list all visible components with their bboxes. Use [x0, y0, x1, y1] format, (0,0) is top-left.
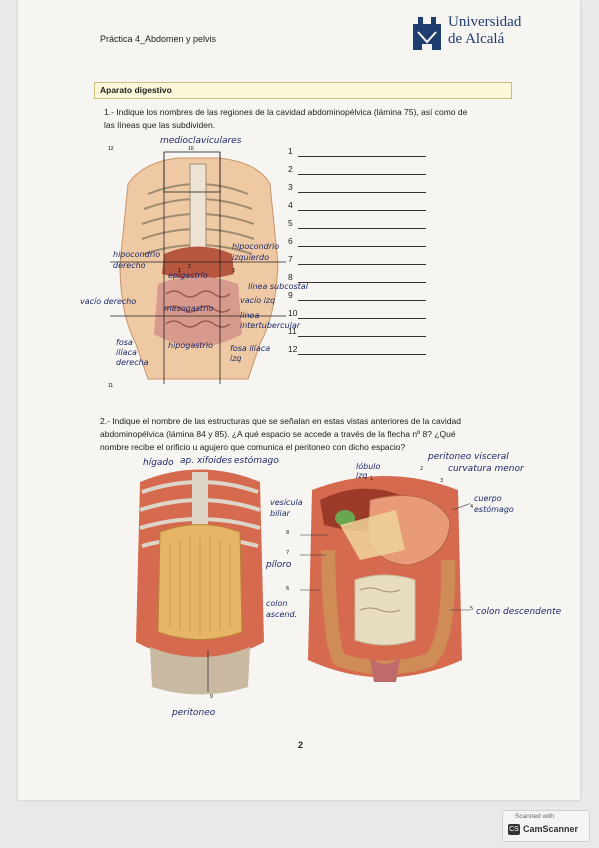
anterior-view-stomach-figure: [300, 476, 470, 682]
abdominal-regions-figure: 12 10 11 1 2 3: [108, 146, 286, 389]
camscanner-icon: CS: [508, 824, 520, 835]
fig2-number-9: 9: [210, 694, 213, 700]
page-number: 2: [298, 740, 304, 750]
fig2-number-3: 3: [440, 478, 444, 484]
fig2-number-1: 1: [370, 476, 374, 482]
fig1-number-1: 1: [178, 268, 181, 274]
hw-higado: hígado: [143, 458, 174, 468]
hw-ap-xifoides: ap. xifoides: [180, 456, 232, 466]
hw-peritoneo: peritoneo: [172, 708, 216, 718]
answer-line[interactable]: 5: [288, 218, 426, 229]
hw-piloro: píloro: [266, 560, 292, 570]
hw-vesicula-biliar: vesícula biliar: [270, 498, 303, 518]
question-2-line1: 2.- Indique el nombre de las estructuras…: [100, 416, 461, 426]
answer-line[interactable]: 9: [288, 290, 426, 301]
fig2-number-4: 4: [470, 504, 474, 510]
hw-vacio-derecho: vacío derecho: [80, 297, 137, 306]
hw-lobulo-izq: lóbulo izq: [356, 462, 381, 480]
hw-mesogastrio: mesogastrio: [164, 304, 214, 313]
university-name-line1: Universidad: [448, 14, 522, 30]
hw-peritoneo-visceral: peritoneo visceral: [428, 452, 509, 462]
university-logo: Universidad de Alcalá: [410, 14, 540, 54]
fig1-number-11: 11: [108, 383, 113, 389]
hw-hipogastrio: hipogastrio: [168, 341, 213, 350]
question-2-line3: nombre recibe el orificio u agujero que …: [100, 442, 406, 452]
fig2-number-6: 6: [286, 586, 290, 592]
fig1-number-3: 3: [232, 268, 235, 274]
practice-title: Práctica 4_Abdomen y pelvis: [100, 34, 217, 44]
document-page: [18, 0, 580, 800]
hw-epigastrio: epigastrio: [168, 271, 208, 280]
university-crest-icon: [413, 17, 441, 50]
answer-line[interactable]: 7: [288, 254, 426, 265]
answer-line[interactable]: 12: [288, 344, 426, 355]
camscanner-badge: Scanned with CS CamScanner: [502, 810, 590, 842]
question-1-line2: las líneas que las subdividen.: [104, 120, 216, 130]
question-2: 2.- Indique el nombre de las estructuras…: [100, 415, 461, 454]
answer-line[interactable]: 4: [288, 200, 426, 211]
fig1-number-10: 10: [188, 146, 194, 152]
hw-linea-intertubercular: línea intertubercular: [240, 311, 301, 330]
answer-line[interactable]: 3: [288, 182, 426, 193]
answer-line[interactable]: 11: [288, 326, 426, 337]
answer-line[interactable]: 8: [288, 272, 426, 283]
fig2-number-2: 2: [420, 466, 424, 472]
fig2-number-5: 5: [470, 606, 474, 612]
question-1-line1: 1.- Indique los nombres de las regiones …: [104, 107, 468, 117]
hw-vacio-izq: vacío izq: [240, 296, 276, 305]
fig1-number-2: 2: [188, 264, 191, 270]
section-title: Aparato digestivo: [100, 85, 172, 95]
hw-linea-subcostal: línea subcostal: [248, 282, 308, 291]
hw-fosa-iliaca-derecha: fosa ilíaca derecha: [116, 338, 149, 367]
hw-hipocondrio-derecho: hipocondrio derecho: [113, 250, 161, 270]
hw-medioclaviculares: medioclaviculares: [160, 136, 242, 146]
hw-cuerpo-estomago: cuerpo estómago: [474, 494, 514, 514]
scanned-with-label: Scanned with: [515, 813, 555, 820]
answer-line[interactable]: 6: [288, 236, 426, 247]
anterior-view-omentum-figure: 9: [136, 469, 264, 700]
answer-line[interactable]: 2: [288, 164, 426, 175]
hw-colon-descendente: colon descendente: [476, 607, 562, 617]
hw-colon-ascendente: colon ascend.: [266, 599, 298, 619]
question-2-line2: abdominopélvica (lámina 84 y 85). ¿A qué…: [100, 429, 456, 439]
answer-line[interactable]: 10: [288, 308, 426, 319]
fig2-number-8: 8: [286, 530, 290, 536]
fig1-number-12: 12: [108, 146, 114, 152]
question-1: 1.- Indique los nombres de las regiones …: [104, 106, 467, 132]
camscanner-label: CamScanner: [523, 824, 579, 834]
answer-line[interactable]: 1: [288, 146, 426, 157]
university-name-line2: de Alcalá: [448, 31, 505, 47]
hw-estomago: estómago: [234, 456, 279, 466]
hw-hipocondrio-izquierdo: hipocondrio izquierdo: [232, 242, 280, 262]
hw-fosa-iliaca-izq: fosa ilíaca izq: [230, 344, 271, 363]
fig2-number-7: 7: [286, 550, 290, 556]
hw-curvatura-menor: curvatura menor: [448, 464, 524, 474]
section-header: Aparato digestivo: [94, 82, 512, 99]
